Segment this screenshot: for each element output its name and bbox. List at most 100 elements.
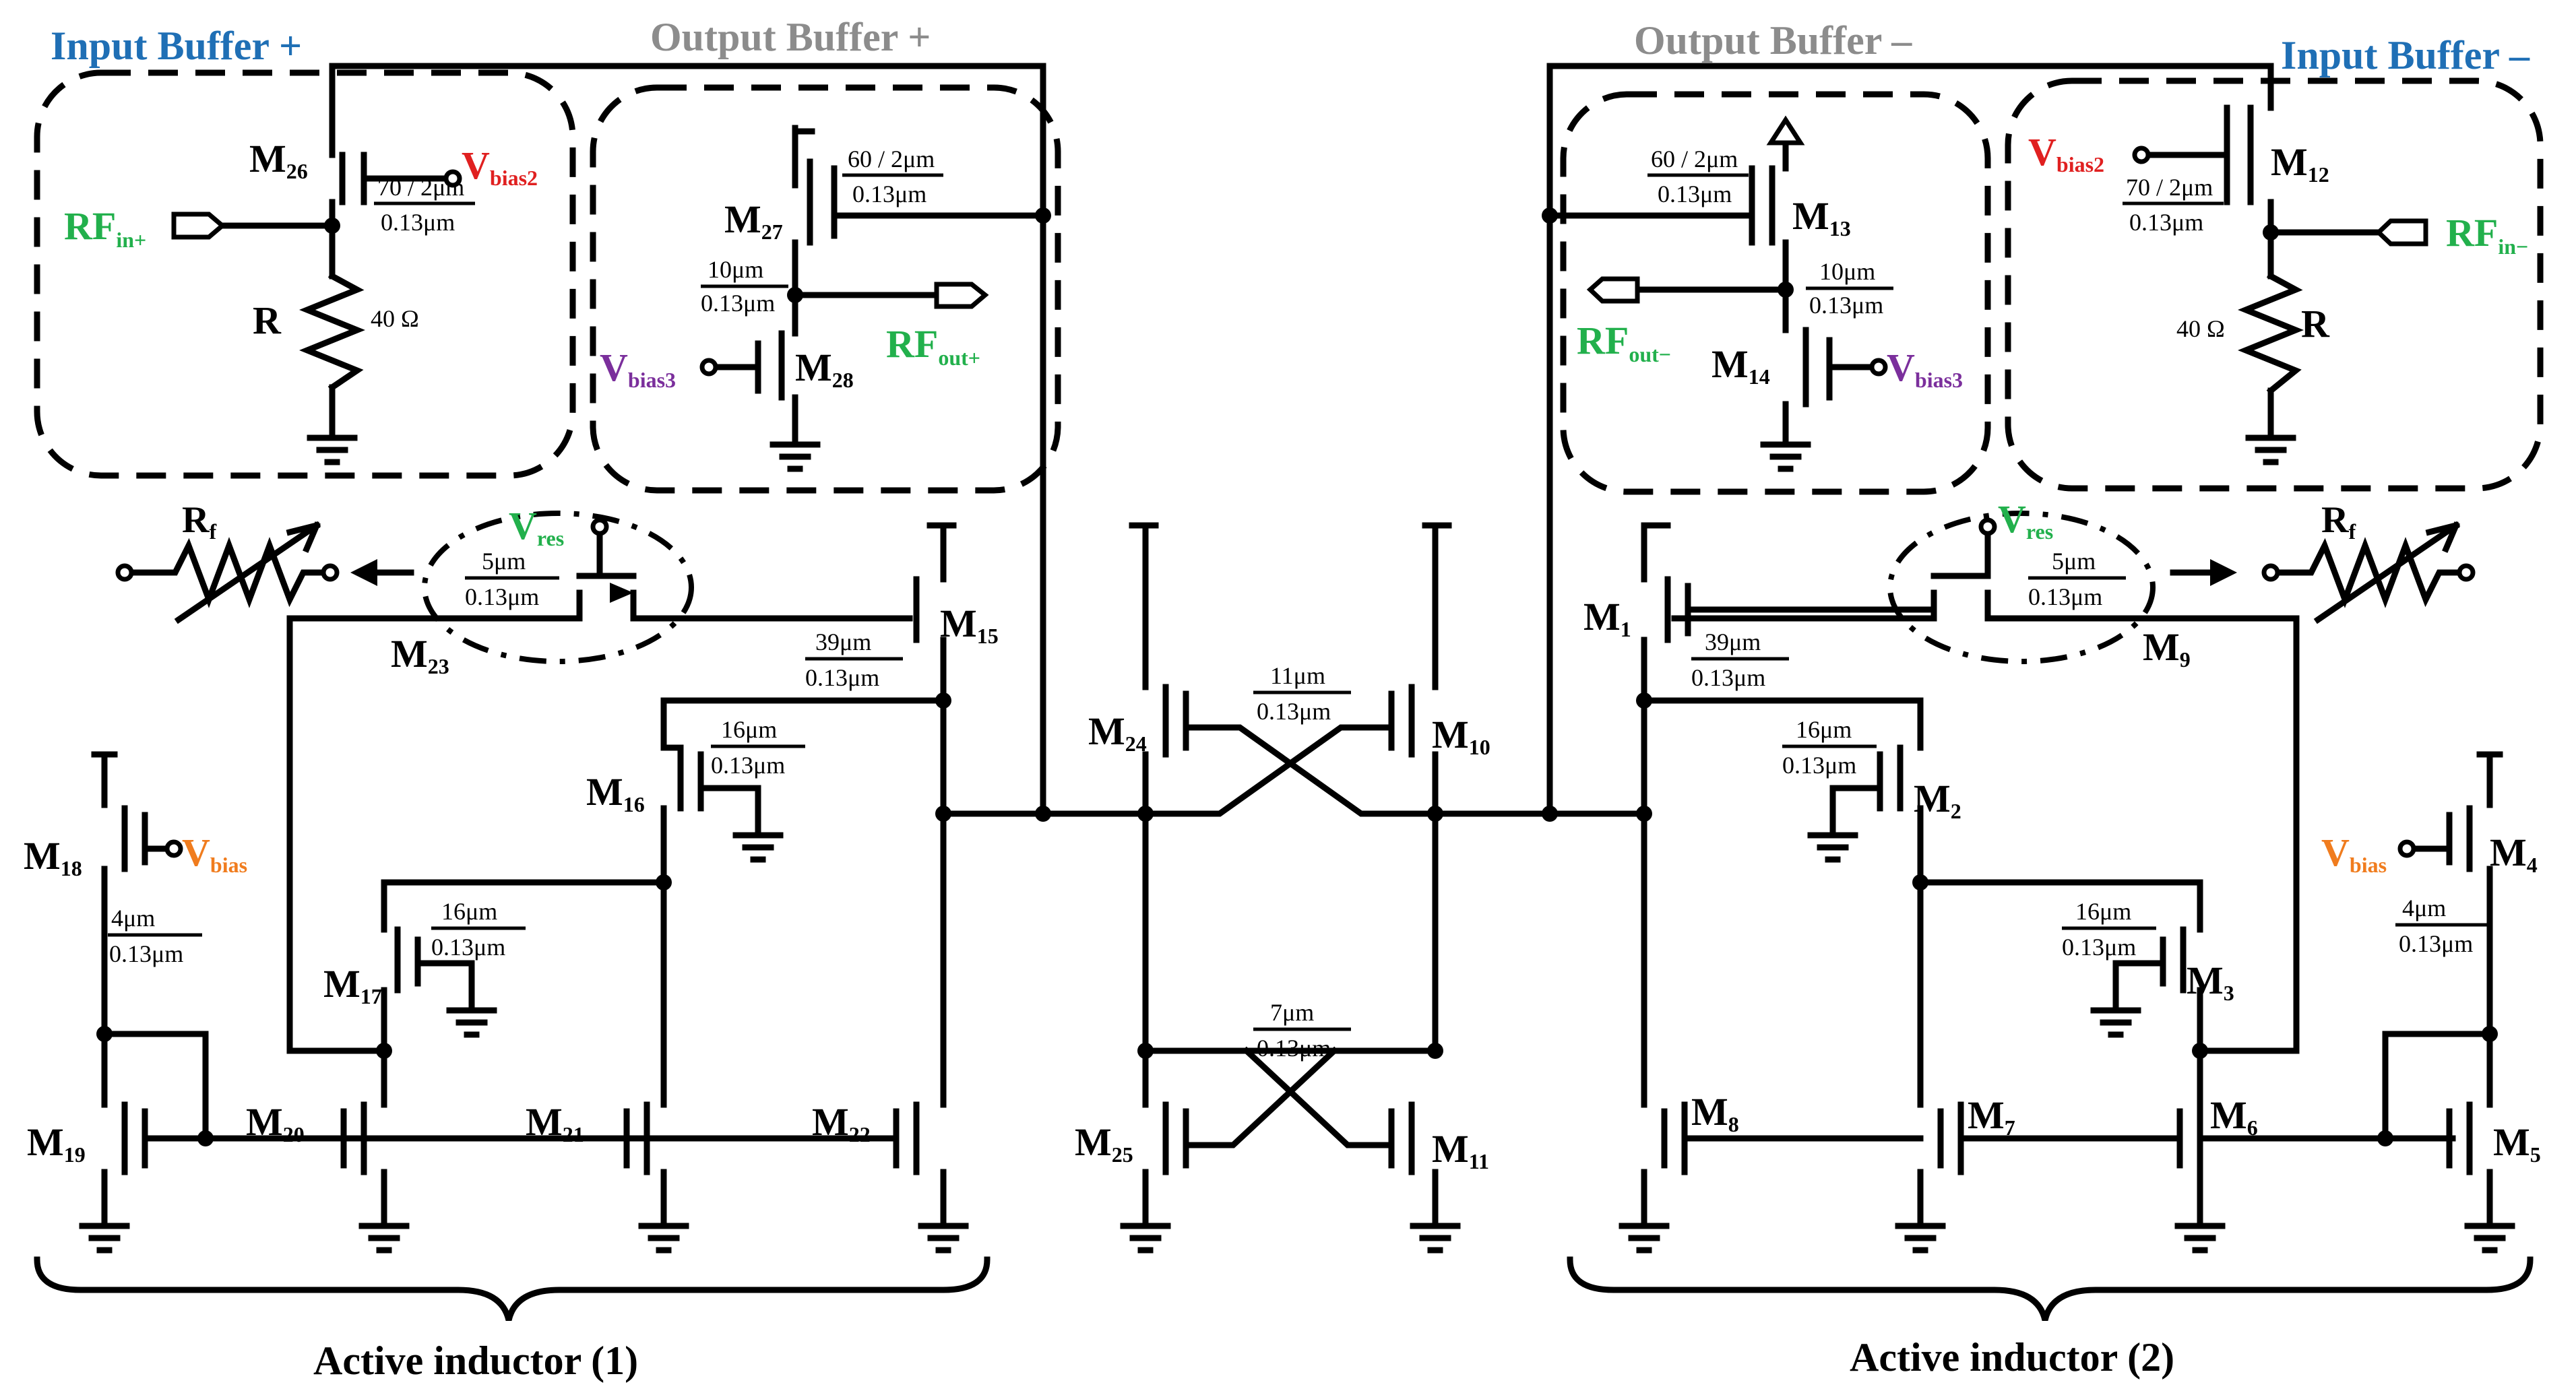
dim-m16-l: 0.13μm	[711, 752, 785, 779]
wire-rfout-minus	[1634, 286, 1789, 333]
rf-left-terminal-a	[115, 563, 134, 582]
label-m16: M16	[586, 770, 645, 816]
rf-right-terminal-a	[2261, 563, 2280, 582]
label-m18: M18	[24, 834, 82, 880]
arrow-left-head	[350, 559, 377, 586]
label-m24: M24	[1088, 709, 1147, 756]
label-m11: M11	[1432, 1127, 1489, 1173]
wire-m23-sd	[286, 589, 913, 1054]
wire-m13-body	[1749, 165, 1776, 246]
label-main: V	[462, 143, 490, 187]
wire-m12-body	[2224, 104, 2254, 205]
label-main: V	[509, 504, 537, 548]
label-m22: M22	[812, 1100, 871, 1146]
label-m15: M15	[940, 602, 999, 648]
dim-m26-w: 70 / 2μm	[377, 174, 464, 201]
gnd-r-left	[307, 434, 358, 465]
vbias2-right-terminal	[2132, 145, 2151, 164]
dim-r-right: 40 Ω	[2176, 315, 2225, 342]
vbias2-left-terminal	[443, 169, 462, 188]
dim-m9-w: 5μm	[2052, 548, 2096, 575]
junction	[1636, 692, 1652, 709]
dim-m12-l: 0.13μm	[2129, 209, 2203, 236]
label-sub: f	[209, 519, 216, 544]
label-sub: out−	[1629, 342, 1671, 366]
gnd-m5	[2464, 1223, 2515, 1254]
junction	[1035, 806, 1051, 822]
label-vbias3-left: Vbias3	[600, 346, 676, 392]
vres-right-terminal	[1978, 517, 1997, 536]
label-sub: res	[537, 526, 564, 550]
dim-m2-w: 16μm	[1796, 716, 1852, 743]
label-rf-out-plus: RFout+	[886, 322, 980, 370]
junction	[2482, 1026, 2498, 1042]
label-sub: bias3	[1915, 368, 1963, 392]
junction	[1035, 207, 1051, 224]
wire-cross-vertical	[1142, 810, 1439, 1054]
junction	[324, 218, 340, 234]
dim-m4-l: 0.13μm	[2399, 930, 2473, 957]
label-m2: M2	[1914, 777, 1961, 823]
junction	[376, 1043, 392, 1059]
gnd-m17	[446, 1007, 497, 1038]
wire-m5	[2382, 866, 2493, 1229]
input-buffer-plus-box	[34, 69, 576, 479]
rfout-minus-port	[1586, 276, 1640, 304]
junction	[1542, 207, 1558, 224]
label-main: RF	[1577, 319, 1629, 362]
dim-m17-l: 0.13μm	[431, 934, 505, 961]
dim-r-left: 40 Ω	[371, 305, 419, 332]
dim-m26-l: 0.13μm	[381, 209, 455, 236]
rf-right-arrow	[2313, 521, 2461, 624]
label-m28: M28	[795, 346, 854, 392]
junction	[96, 1026, 113, 1042]
wire-m15	[913, 522, 957, 704]
wire-m18-m19-node	[101, 866, 209, 1142]
wire-m10	[1142, 522, 1439, 817]
label-sub: f	[2348, 519, 2356, 544]
label-r-left: R	[253, 298, 282, 342]
vbias3-right-terminal	[1869, 358, 1888, 377]
dim-m1-w: 39μm	[1705, 628, 1761, 655]
wire-m16	[660, 697, 761, 839]
label-m26: M26	[249, 137, 308, 183]
label-vbias2-right: Vbias2	[2028, 130, 2104, 176]
wire-m3	[1917, 879, 2300, 1054]
wire-m18	[91, 751, 172, 872]
label-sub: in−	[2498, 234, 2528, 259]
label-m14: M14	[1711, 342, 1770, 389]
gnd-m2	[1807, 832, 1858, 863]
wire-rfin-minus	[2267, 199, 2382, 280]
dim-m12-w: 70 / 2μm	[2126, 174, 2213, 201]
gnd-m11	[1410, 1223, 1461, 1254]
wire-m17	[381, 879, 475, 1014]
label-m27: M27	[724, 197, 783, 244]
ground-symbols	[79, 434, 2515, 1254]
rfin-minus-port	[2375, 218, 2428, 247]
title-active-inductor-1: Active inductor (1)	[313, 1338, 638, 1383]
dim-m23-l: 0.13μm	[465, 583, 539, 610]
wire-rf-right	[2267, 537, 2470, 608]
wire-m27-gate	[831, 165, 1046, 239]
label-vbias-left: Vbias	[182, 831, 247, 877]
gnd-m21	[638, 1223, 689, 1254]
dim-m28-w: 10μm	[708, 256, 763, 283]
label-sub: bias2	[2056, 152, 2104, 176]
label-main: RF	[2446, 211, 2498, 255]
label-m12: M12	[2271, 140, 2329, 187]
input-buffer-minus-box	[2005, 77, 2544, 492]
gnd-m16	[732, 832, 784, 863]
wire-m24	[1142, 522, 1439, 817]
dim-m3-w: 16μm	[2075, 898, 2131, 925]
label-r-right: R	[2301, 302, 2330, 346]
gnd-m19	[79, 1223, 130, 1254]
label-main: V	[600, 346, 628, 389]
label-m10: M10	[1432, 713, 1490, 759]
output-buffer-minus-box	[1560, 91, 1991, 495]
label-sub: bias	[2350, 853, 2387, 877]
dim-m24-l: 0.13μm	[1257, 698, 1331, 725]
junction	[1636, 806, 1652, 822]
wire-m9-gate	[1930, 529, 1991, 579]
brace-right	[1567, 1256, 2534, 1322]
